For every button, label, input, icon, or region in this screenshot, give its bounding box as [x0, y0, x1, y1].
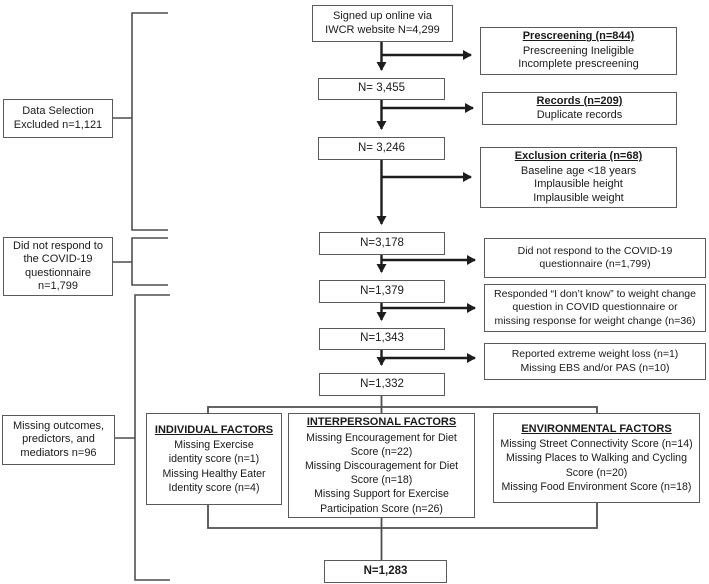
- box-line: Missing Food Environment Score (n=18): [501, 480, 692, 493]
- box-line: mediators n=96: [20, 446, 97, 459]
- box-line: Missing Support for Exercise: [314, 488, 449, 501]
- box-line: Missing Exercise: [174, 439, 254, 452]
- signup-line: IWCR website N=4,299: [325, 23, 440, 36]
- box-line: Prescreening Ineligible: [522, 44, 635, 57]
- box-line: the COVID-19: [23, 253, 93, 265]
- box-line: Did not respond to the COVID-19: [517, 244, 673, 257]
- box-prescreening: Prescreening (n=844) Prescreening Inelig…: [480, 27, 677, 75]
- box-line: Score (n=22): [350, 445, 413, 458]
- box-n3455: N= 3,455: [318, 78, 445, 100]
- box-line: questionnaire: [24, 266, 92, 279]
- box-line: Excluded n=1,121: [13, 118, 103, 131]
- n-value: N=1,343: [360, 332, 404, 345]
- box-environmental-factors: ENVIRONMENTAL FACTORS Missing Street Con…: [493, 413, 700, 503]
- n-value: N=3,178: [360, 236, 404, 249]
- n-value: N=1,283: [363, 564, 408, 577]
- box-title: Records (n=209): [536, 94, 623, 107]
- box-line: Incomplete prescreening: [518, 58, 639, 71]
- box-line: Participation Score (n=26): [320, 502, 443, 515]
- box-title: INDIVIDUAL FACTORS: [154, 423, 274, 436]
- box-individual-factors: INDIVIDUAL FACTORS Missing Exercise iden…: [146, 413, 282, 505]
- box-line: Missing Street Connectivity Score (n=14): [500, 438, 693, 451]
- box-line: questionnaire (n=1,799): [539, 258, 651, 270]
- box-signed-up: Signed up online via IWCR website N=4,29…: [312, 5, 453, 42]
- box-data-selection: Data Selection Excluded n=1,121: [3, 99, 113, 138]
- box-line: Implausible weight: [533, 191, 624, 204]
- box-line: Baseline age <18 years: [520, 164, 637, 177]
- box-n1283: N=1,283: [324, 560, 447, 583]
- box-n3246: N= 3,246: [318, 137, 445, 160]
- box-line: Did not respond to: [13, 239, 103, 252]
- box-line: predictors, and: [22, 433, 95, 446]
- box-line: Responded “I don’t know” to weight chang…: [494, 287, 696, 300]
- box-line: n=1,799: [37, 280, 79, 292]
- box-line: Implausible height: [534, 178, 623, 190]
- box-line: missing response for weight change (n=36…: [494, 314, 696, 327]
- box-line: Identity score (n=4): [168, 481, 260, 494]
- box-line: Duplicate records: [536, 109, 623, 121]
- box-line: Reported extreme weight loss (n=1): [511, 348, 679, 360]
- box-n1343: N=1,343: [319, 328, 445, 350]
- n-value: N= 3,246: [358, 141, 405, 154]
- box-line: Missing outcomes,: [12, 419, 105, 432]
- signup-line: Signed up online via: [332, 10, 433, 22]
- box-line: question in COVID questionnaire or: [512, 301, 678, 314]
- n-value: N=1,379: [360, 284, 404, 297]
- n-value: N= 3,455: [358, 82, 405, 95]
- box-extreme-weight-loss: Reported extreme weight loss (n=1) Missi…: [484, 343, 706, 380]
- box-n1379: N=1,379: [319, 280, 445, 303]
- box-covid-left: Did not respond to the COVID-19 question…: [3, 237, 113, 296]
- box-line: Missing Encouragement for Diet: [306, 431, 457, 444]
- box-line: identity score (n=1): [168, 453, 260, 466]
- box-title: Exclusion criteria (n=68): [514, 150, 643, 162]
- box-title: ENVIRONMENTAL FACTORS: [521, 422, 672, 435]
- box-n1332: N=1,332: [319, 373, 445, 396]
- box-covid-no-response: Did not respond to the COVID-19 question…: [484, 238, 706, 278]
- box-exclusion-criteria: Exclusion criteria (n=68) Baseline age <…: [480, 147, 677, 208]
- box-interpersonal-factors: INTERPERSONAL FACTORS Missing Encouragem…: [288, 413, 475, 518]
- box-records: Records (n=209) Duplicate records: [482, 92, 677, 125]
- box-line: Missing EBS and/or PAS (n=10): [520, 361, 670, 374]
- box-missing-outcomes: Missing outcomes, predictors, and mediat…: [2, 415, 115, 465]
- box-line: Missing Discouragement for Diet: [304, 459, 459, 472]
- box-line: Missing Places to Walking and Cycling: [506, 452, 687, 465]
- box-line: Score (n=20): [565, 466, 628, 479]
- box-line: Data Selection: [22, 105, 94, 117]
- box-dont-know: Responded “I don’t know” to weight chang…: [484, 284, 706, 332]
- box-line: Missing Healthy Eater: [162, 467, 266, 480]
- box-title: INTERPERSONAL FACTORS: [306, 416, 457, 429]
- n-value: N=1,332: [360, 377, 404, 390]
- box-line: Score (n=18): [350, 474, 413, 487]
- box-n3178: N=3,178: [319, 232, 445, 255]
- box-title: Prescreening (n=844): [522, 30, 635, 43]
